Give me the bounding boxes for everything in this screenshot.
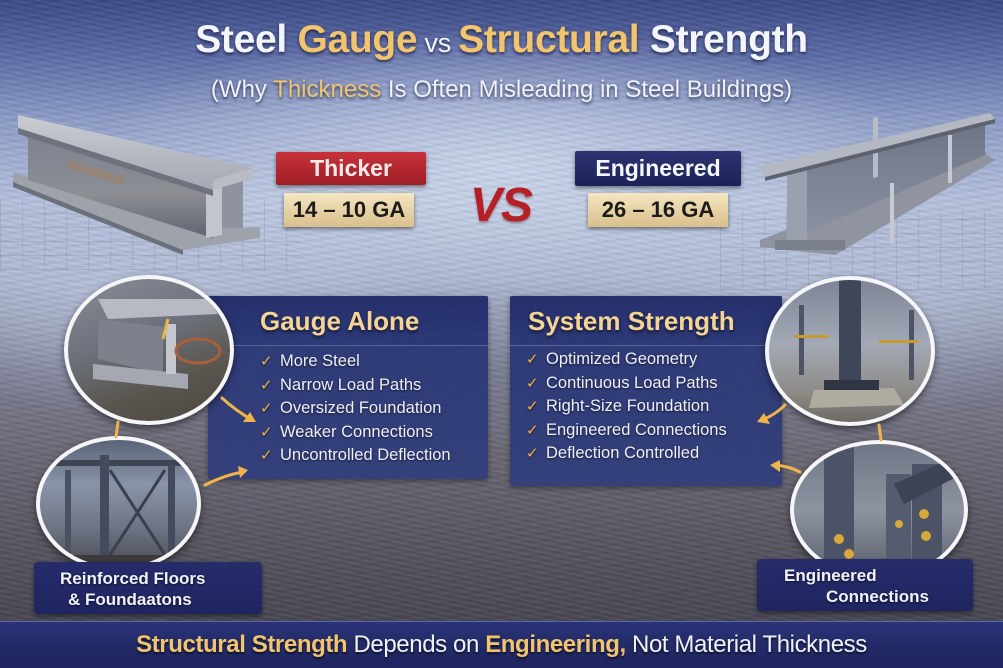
check-icon: ✓ xyxy=(260,400,273,417)
thicker-label: Thicker xyxy=(276,152,426,185)
check-icon: ✓ xyxy=(526,374,539,392)
connector-line xyxy=(877,423,883,442)
caption-line: Connections xyxy=(826,587,929,606)
check-icon: ✓ xyxy=(260,423,273,441)
gauge-alone-title: Gauge Alone xyxy=(208,296,488,346)
thick-i-beam-illustration xyxy=(8,110,263,255)
system-strength-list: ✓Optimized Geometry ✓Continuous Load Pat… xyxy=(510,346,782,468)
list-item: ✓Oversized Foundation xyxy=(260,399,442,417)
engineered-connections-caption: Engineered Connections xyxy=(757,559,973,611)
list-item: ✓Right-Size Foundation xyxy=(526,397,710,415)
check-icon: ✓ xyxy=(526,421,539,439)
list-item: ✓Optimized Geometry xyxy=(526,350,698,368)
vs-label: VS xyxy=(470,179,533,232)
arrow-icon xyxy=(203,470,245,487)
engineered-gauge-range: 26 – 16 GA xyxy=(588,193,728,227)
check-icon: ✓ xyxy=(526,398,539,415)
check-icon: ✓ xyxy=(260,353,273,370)
check-icon: ✓ xyxy=(260,376,273,394)
engineered-i-beam-illustration xyxy=(745,105,1003,255)
thick-beam-closeup-image xyxy=(64,275,234,425)
column-base-plate-image xyxy=(765,276,935,426)
list-item: ✓Engineered Connections xyxy=(526,420,727,439)
check-icon: ✓ xyxy=(526,445,539,462)
caption-line: & Foundaatons xyxy=(68,590,192,609)
list-item: ✓Deflection Controlled xyxy=(526,444,700,462)
page-title: Steel Gauge vs Structural Strength xyxy=(195,18,808,61)
gauge-alone-list: ✓More Steel ✓Narrow Load Paths ✓Oversize… xyxy=(208,346,488,470)
system-strength-title: System Strength xyxy=(510,296,782,346)
thicker-gauge-range: 14 – 10 GA xyxy=(284,193,414,227)
system-strength-panel: System Strength ✓Optimized Geometry ✓Con… xyxy=(510,296,782,486)
footer-banner: Structural Strength Depends on Engineeri… xyxy=(0,621,1003,668)
reinforced-floors-caption: Reinforced Floors & Foundaatons xyxy=(34,562,262,614)
check-icon: ✓ xyxy=(260,447,273,464)
list-item: ✓Narrow Load Paths xyxy=(260,375,422,394)
page-subtitle: (Why Thickness Is Often Misleading in St… xyxy=(210,76,793,103)
list-item: ✓Continuous Load Paths xyxy=(526,373,718,392)
list-item: ✓More Steel xyxy=(260,352,360,370)
engineered-label: Engineered xyxy=(575,151,741,186)
list-item: ✓Weaker Connections xyxy=(260,422,433,441)
caption-line: Reinforced Floors xyxy=(60,569,206,588)
check-icon: ✓ xyxy=(526,351,539,368)
list-item: ✓Uncontrolled Deflection xyxy=(260,446,451,464)
bolted-connection-image xyxy=(790,440,968,580)
caption-line: Engineered xyxy=(784,566,877,585)
gauge-alone-panel: Gauge Alone ✓More Steel ✓Narrow Load Pat… xyxy=(208,296,488,479)
connector-line xyxy=(114,420,120,439)
